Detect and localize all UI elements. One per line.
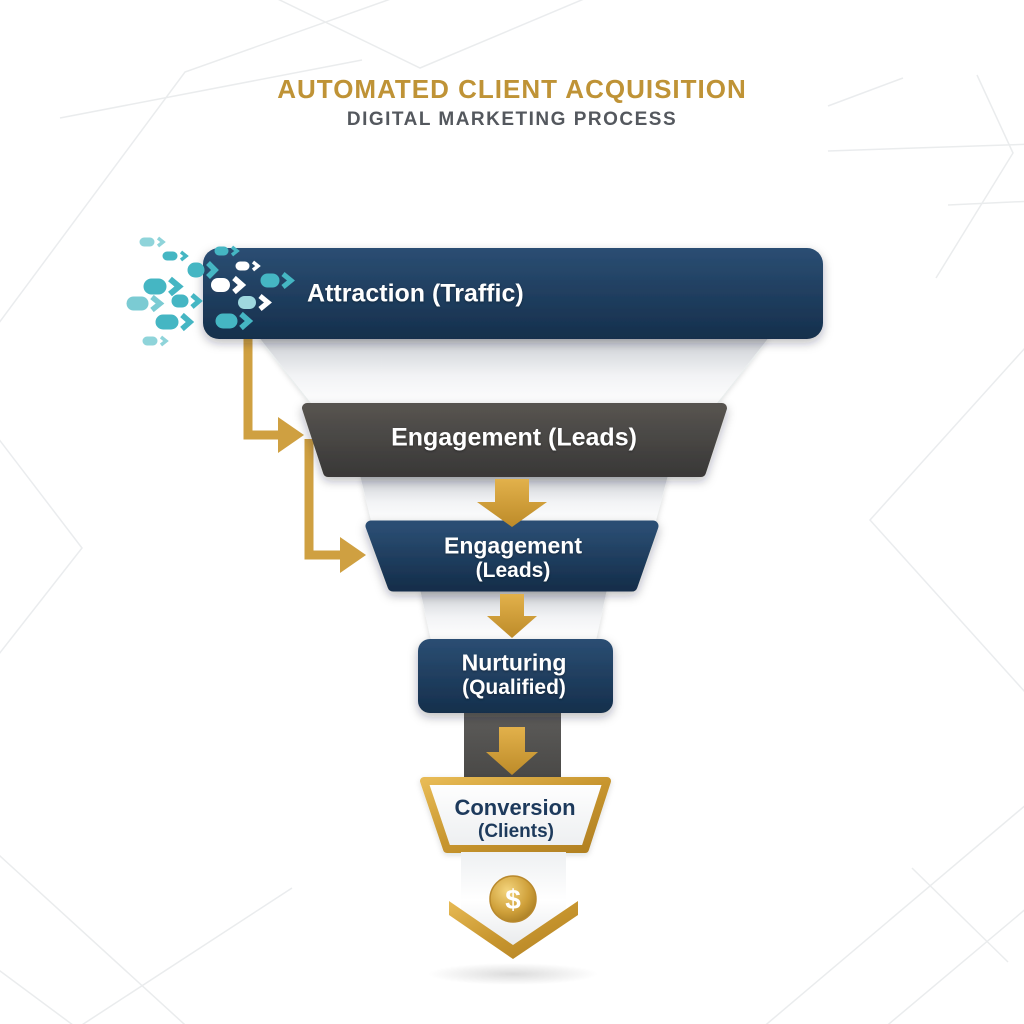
page-subtitle: DIGITAL MARKETING PROCESS xyxy=(346,109,678,130)
gold-elbow-connector-arrows xyxy=(243,339,366,573)
incoming-traffic-arrows-icon xyxy=(126,236,295,347)
stage-engagement-gray-shape xyxy=(302,403,727,477)
stage-engagement-navy-shape xyxy=(365,520,659,592)
stage-nurturing-shape xyxy=(418,639,613,713)
ground-shadow xyxy=(428,963,598,985)
stage-attraction-shape xyxy=(203,248,823,339)
title-block: AUTOMATED CLIENT ACQUISITION DIGITAL MAR… xyxy=(0,74,1024,131)
connector-1-line xyxy=(243,339,278,440)
connector-2-arrowhead xyxy=(340,537,366,573)
page-title: AUTOMATED CLIENT ACQUISITION xyxy=(277,74,747,104)
result-ribbon: $ xyxy=(449,852,578,959)
down-arrow-2-icon xyxy=(487,594,537,638)
down-arrow-3-icon xyxy=(486,727,538,775)
dollar-coin-icon xyxy=(489,875,537,923)
ribbon-gold-band xyxy=(449,901,578,959)
dollar-symbol: $ xyxy=(505,884,521,915)
funnel-body-sections xyxy=(258,336,770,640)
down-arrow-1-icon xyxy=(477,479,547,527)
connector-1-arrowhead xyxy=(278,417,304,453)
connector-2-line xyxy=(304,439,340,560)
gold-down-arrows xyxy=(477,479,547,775)
funnel-body-1 xyxy=(258,336,770,408)
stage-conversion-shape xyxy=(420,777,611,853)
